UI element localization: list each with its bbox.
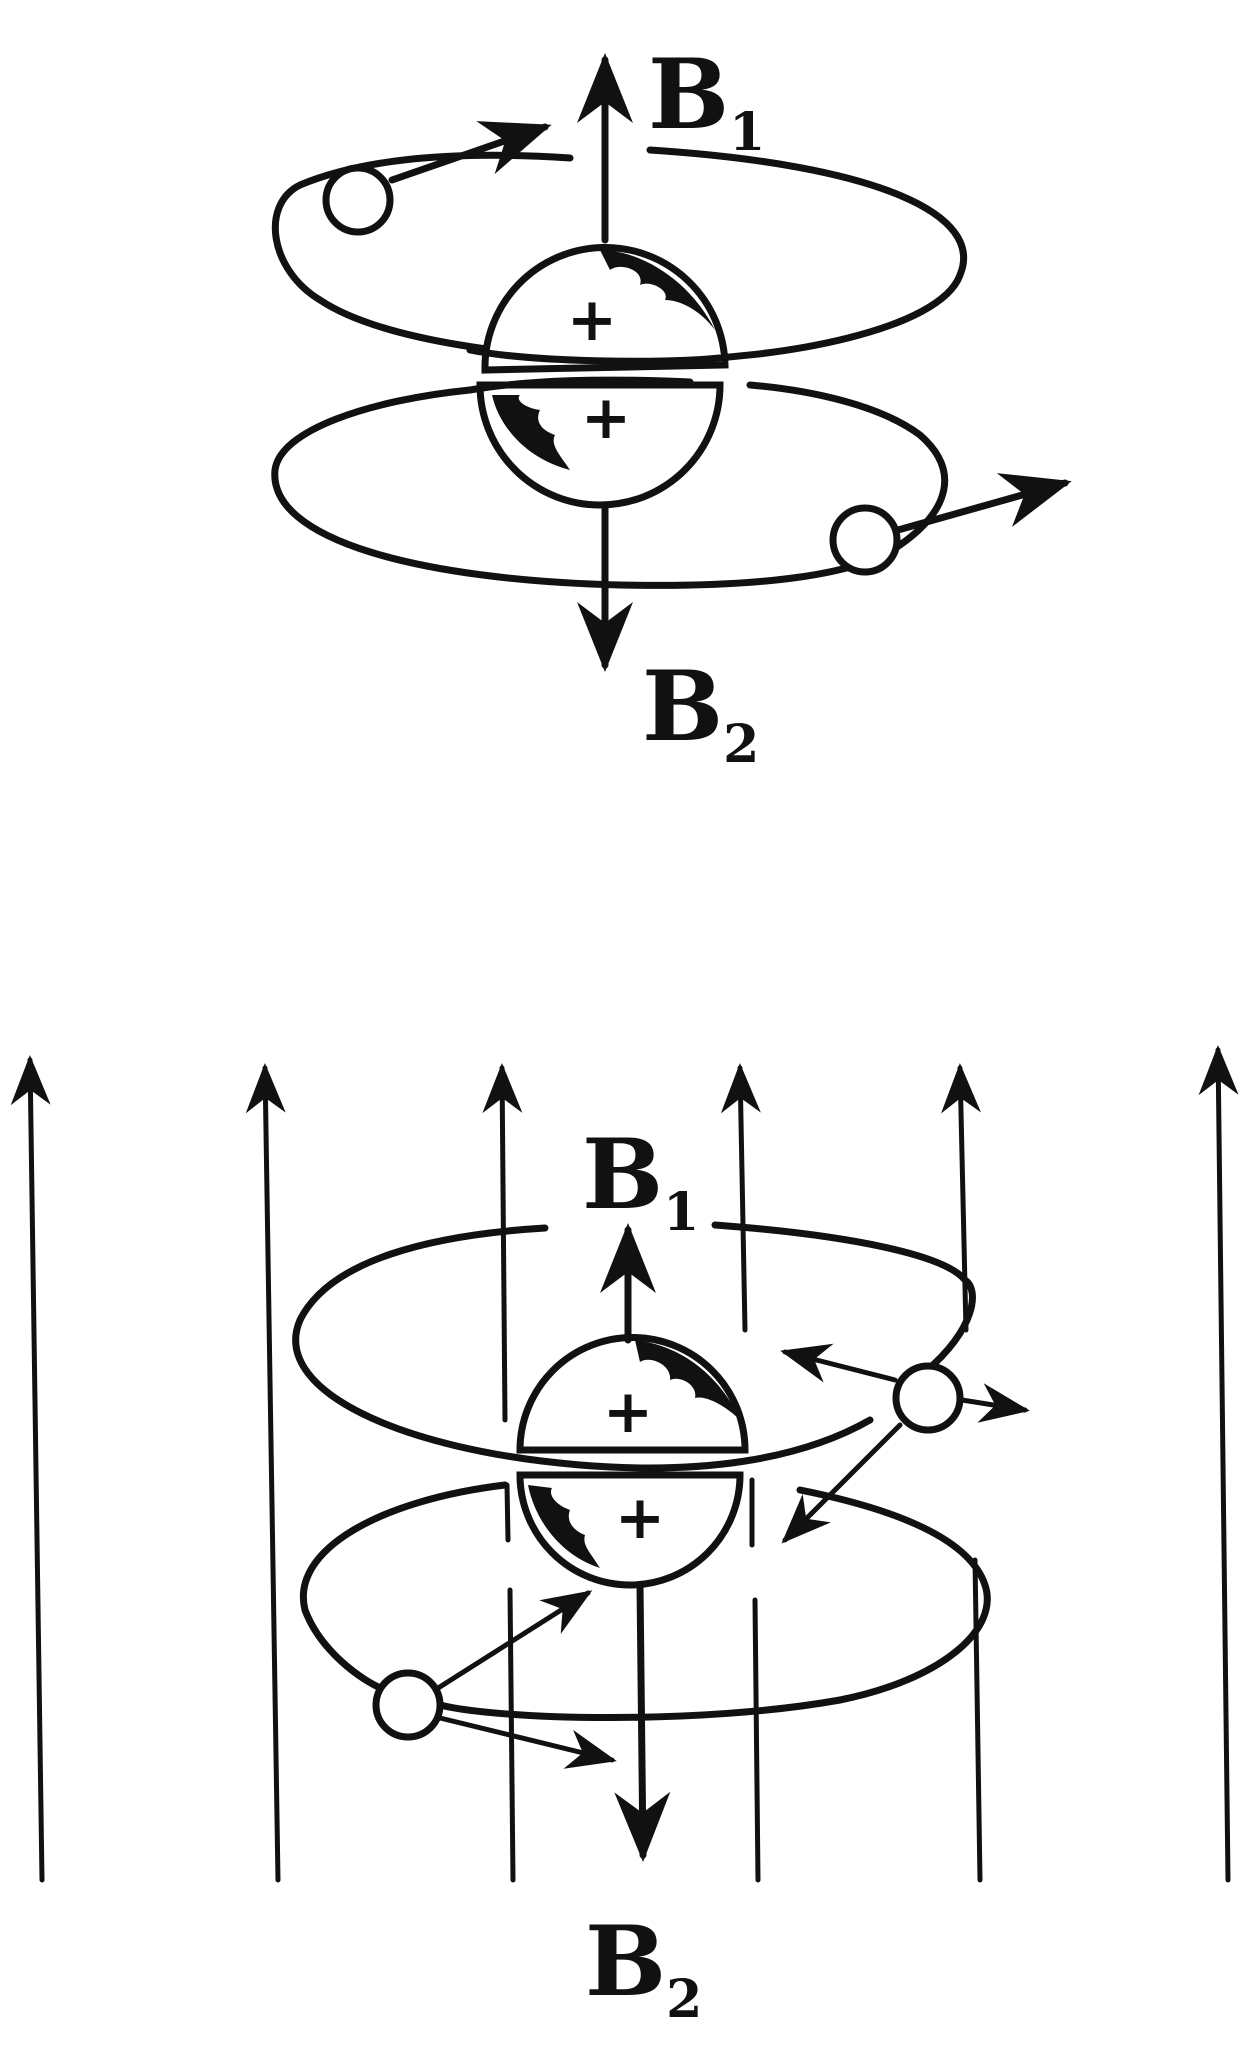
top-nucleus-lower-plus: + [581,383,631,453]
bottom-electron-left-arrow-up [432,1590,593,1693]
bottom-electron-left-arrow-down [437,1715,617,1769]
bottom-label-b2: B2 [585,1905,702,2030]
field-line-6 [1198,1045,1239,1883]
bottom-b2-axis-arrow [614,1581,671,1862]
bottom-nucleus-lower-plus: + [615,1483,665,1553]
top-label-b2: B2 [642,650,759,775]
top-upper-orbit-front [466,346,724,365]
bottom-electron-right-arrow-right [959,1383,1030,1423]
field-line-2 [245,1063,286,1883]
field-line-5 [941,1063,983,1883]
field-line-4 [720,1063,761,1883]
bottom-lower-orbit [299,1481,991,1721]
bottom-electron-left [372,1669,444,1741]
top-nucleus-upper-plus: + [567,285,617,355]
top-electron-lower [829,504,901,576]
top-electron-lower-velocity-arrow [894,473,1072,534]
bottom-nucleus: + + [516,1334,749,1589]
field-line-3 [482,1063,523,1883]
bottom-nucleus-upper-plus: + [603,1377,653,1447]
top-diagram: + + B1 B2 [271,38,1072,775]
bottom-label-b1: B1 [582,1118,699,1243]
top-electron-upper [322,164,394,236]
top-lower-orbit [271,381,949,589]
top-label-b1: B1 [648,38,765,163]
bottom-diagram: + + B1 B2 [10,1045,1239,2030]
bottom-electron-right [892,1362,964,1434]
bottom-electron-right-arrow-left [780,1343,898,1383]
bottom-upper-orbit [292,1221,976,1472]
bottom-electron-right-arrow-down [781,1422,903,1544]
top-lower-orbit-front [466,376,694,394]
top-nucleus: + + [476,244,729,509]
top-electron-upper-velocity-arrow [388,121,552,184]
field-line-1 [10,1055,51,1883]
